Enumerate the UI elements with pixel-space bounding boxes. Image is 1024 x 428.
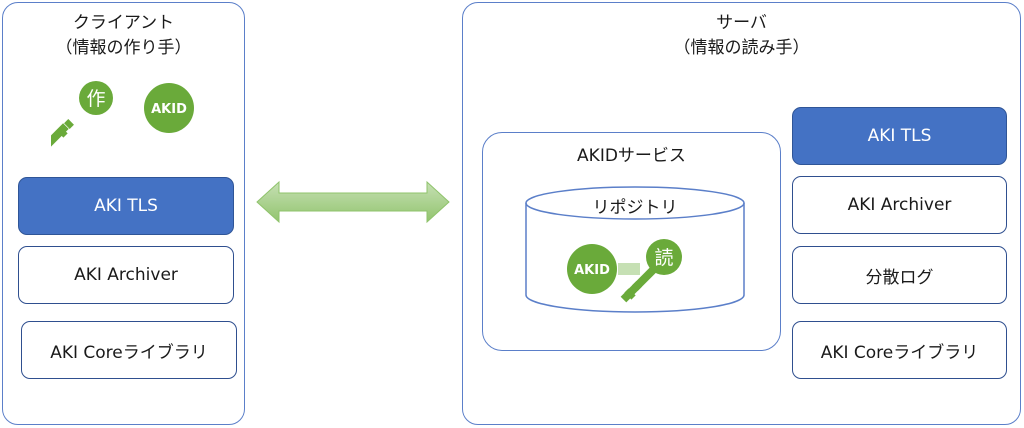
akid-service-box: AKIDサービス リポジトリ AKID 読 <box>482 132 781 351</box>
server-aki-core-library: AKI Coreライブラリ <box>792 321 1007 379</box>
server-distributed-log: 分散ログ <box>792 246 1007 304</box>
repository-label: リポジトリ <box>593 198 678 218</box>
read-key-tooth-2 <box>632 281 642 291</box>
server-title: サーバ <box>716 13 767 33</box>
client-akid-label: AKID <box>151 102 187 117</box>
write-key-shaft <box>51 123 69 151</box>
server-aki-tls: AKI TLS <box>792 107 1007 165</box>
client-subtitle: （情報の作り手） <box>55 38 192 58</box>
client-akid-badge: AKID <box>144 83 194 133</box>
client-panel: クライアント （情報の作り手） 作 AKID AKI TLS AKI Archi… <box>2 2 245 425</box>
client-title: クライアント <box>72 13 175 33</box>
read-key-ring <box>646 239 682 275</box>
write-key-tooth-2 <box>64 119 74 129</box>
repo-akid-label: AKID <box>574 263 610 278</box>
read-key-char: 読 <box>654 247 673 269</box>
repo-akid-badge <box>567 244 617 294</box>
server-subtitle: （情報の読み手） <box>673 38 810 58</box>
client-aki-tls: AKI TLS <box>18 177 234 235</box>
client-aki-core-library: AKI Coreライブラリ <box>21 321 237 379</box>
write-key-icon: 作 <box>51 81 113 151</box>
akid-service-title: AKIDサービス <box>577 146 686 166</box>
client-aki-archiver: AKI Archiver <box>18 246 234 304</box>
write-key-char: 作 <box>86 88 105 110</box>
server-aki-archiver: AKI Archiver <box>792 176 1007 234</box>
read-key-tooth-1 <box>624 288 636 300</box>
server-panel: サーバ （情報の読み手） AKIDサービス リポジトリ AKID 読 AKI T… <box>462 2 1021 425</box>
bidirectional-arrow <box>256 180 450 224</box>
write-key-ring <box>79 81 113 115</box>
read-key-connector <box>618 263 640 275</box>
write-key-tooth-1 <box>56 126 68 138</box>
repository-cylinder: リポジトリ AKID 読 <box>525 186 745 313</box>
